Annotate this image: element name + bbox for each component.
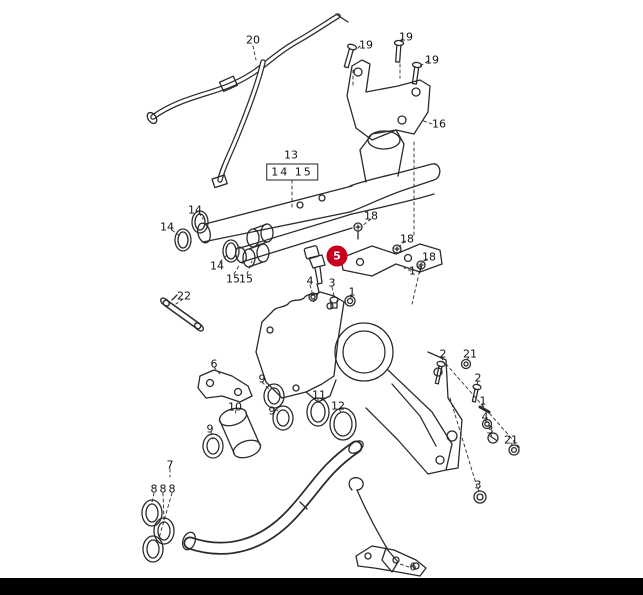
callout-14-15[interactable]: 14 15 — [266, 163, 318, 181]
callout-8[interactable]: 8 — [150, 482, 158, 496]
callout-2[interactable]: 2 — [439, 347, 447, 361]
callout-18[interactable]: 18 — [400, 232, 414, 246]
clamps-14-sleeves-15 — [174, 210, 274, 268]
gasket-6-left — [197, 369, 253, 403]
seal-ring-4 — [308, 292, 318, 302]
callout-9[interactable]: 9 — [268, 404, 276, 418]
callout-6[interactable]: 6 — [409, 560, 417, 574]
bushing-1 — [344, 295, 356, 307]
thermostat-housing — [255, 291, 463, 475]
callout-16[interactable]: 16 — [432, 117, 446, 131]
screw-19-a — [343, 43, 358, 69]
callout-19[interactable]: 19 — [399, 30, 413, 44]
leader-lines — [151, 38, 521, 568]
plug-3-c — [473, 490, 487, 504]
callout-10[interactable]: 10 — [228, 400, 242, 414]
bottom-toolbar — [0, 578, 643, 595]
callout-14[interactable]: 14 — [160, 220, 174, 234]
callout-15[interactable]: 15 — [226, 272, 240, 286]
callout-14[interactable]: 14 — [210, 259, 224, 273]
callout-19[interactable]: 19 — [359, 38, 373, 52]
callout-3[interactable]: 3 — [486, 423, 494, 437]
callout-9[interactable]: 9 — [258, 372, 266, 386]
callout-14[interactable]: 14 — [188, 203, 202, 217]
clamps-8 — [141, 499, 175, 563]
callout-20[interactable]: 20 — [246, 33, 260, 47]
callout-2[interactable]: 2 — [474, 371, 482, 385]
ring-11 — [306, 397, 330, 427]
plug-3 — [329, 296, 339, 309]
callout-4[interactable]: 4 — [481, 410, 489, 424]
callout-19[interactable]: 19 — [425, 53, 439, 67]
callout-18[interactable]: 18 — [422, 250, 436, 264]
callout-7[interactable]: 7 — [166, 458, 174, 472]
coolant-pipe-13 — [197, 129, 441, 264]
callout-1[interactable]: 1 — [348, 285, 356, 299]
callout-9[interactable]: 9 — [206, 422, 214, 436]
screw-19-b — [393, 39, 405, 63]
gasket-6-right — [355, 545, 427, 577]
callout-11[interactable]: 11 — [312, 388, 326, 402]
clamp-9-b — [272, 405, 294, 431]
callout-17[interactable]: 17 — [409, 264, 423, 278]
water-pipe-7 — [181, 440, 364, 555]
bolts-18 — [353, 222, 426, 270]
hose-22 — [160, 294, 204, 332]
callout-8[interactable]: 8 — [159, 482, 167, 496]
temperature-sensor-5 — [303, 245, 326, 293]
callout-15[interactable]: 15 — [239, 272, 253, 286]
callout-6[interactable]: 6 — [210, 357, 218, 371]
washer-21-a — [460, 358, 472, 370]
callout-4[interactable]: 4 — [306, 274, 314, 288]
bracket-16 — [346, 59, 431, 141]
callout-1[interactable]: 1 — [479, 394, 487, 408]
callout-3[interactable]: 3 — [328, 276, 336, 290]
seal-ring-4-b — [481, 418, 493, 430]
callout-18[interactable]: 18 — [364, 209, 378, 223]
clamp-9-a — [263, 383, 285, 409]
sleeve-10 — [218, 407, 262, 459]
callout-12[interactable]: 12 — [331, 399, 345, 413]
callout-3[interactable]: 3 — [474, 478, 482, 492]
ring-12 — [329, 407, 357, 441]
callout-8[interactable]: 8 — [168, 482, 176, 496]
plug-3-b — [487, 432, 499, 444]
callout-13[interactable]: 13 — [284, 148, 298, 162]
washer-21-b — [508, 444, 520, 456]
bracket-17 — [340, 243, 443, 277]
bolt-2-a — [434, 360, 446, 385]
callout-22[interactable]: 22 — [177, 289, 191, 303]
vent-hose-20 — [146, 13, 349, 189]
callout-5[interactable]: 5 — [326, 245, 348, 267]
callout-21[interactable]: 21 — [504, 433, 518, 447]
screw-19-c — [411, 61, 423, 85]
bolt-2-b — [471, 383, 482, 403]
callout-21[interactable]: 21 — [463, 347, 477, 361]
